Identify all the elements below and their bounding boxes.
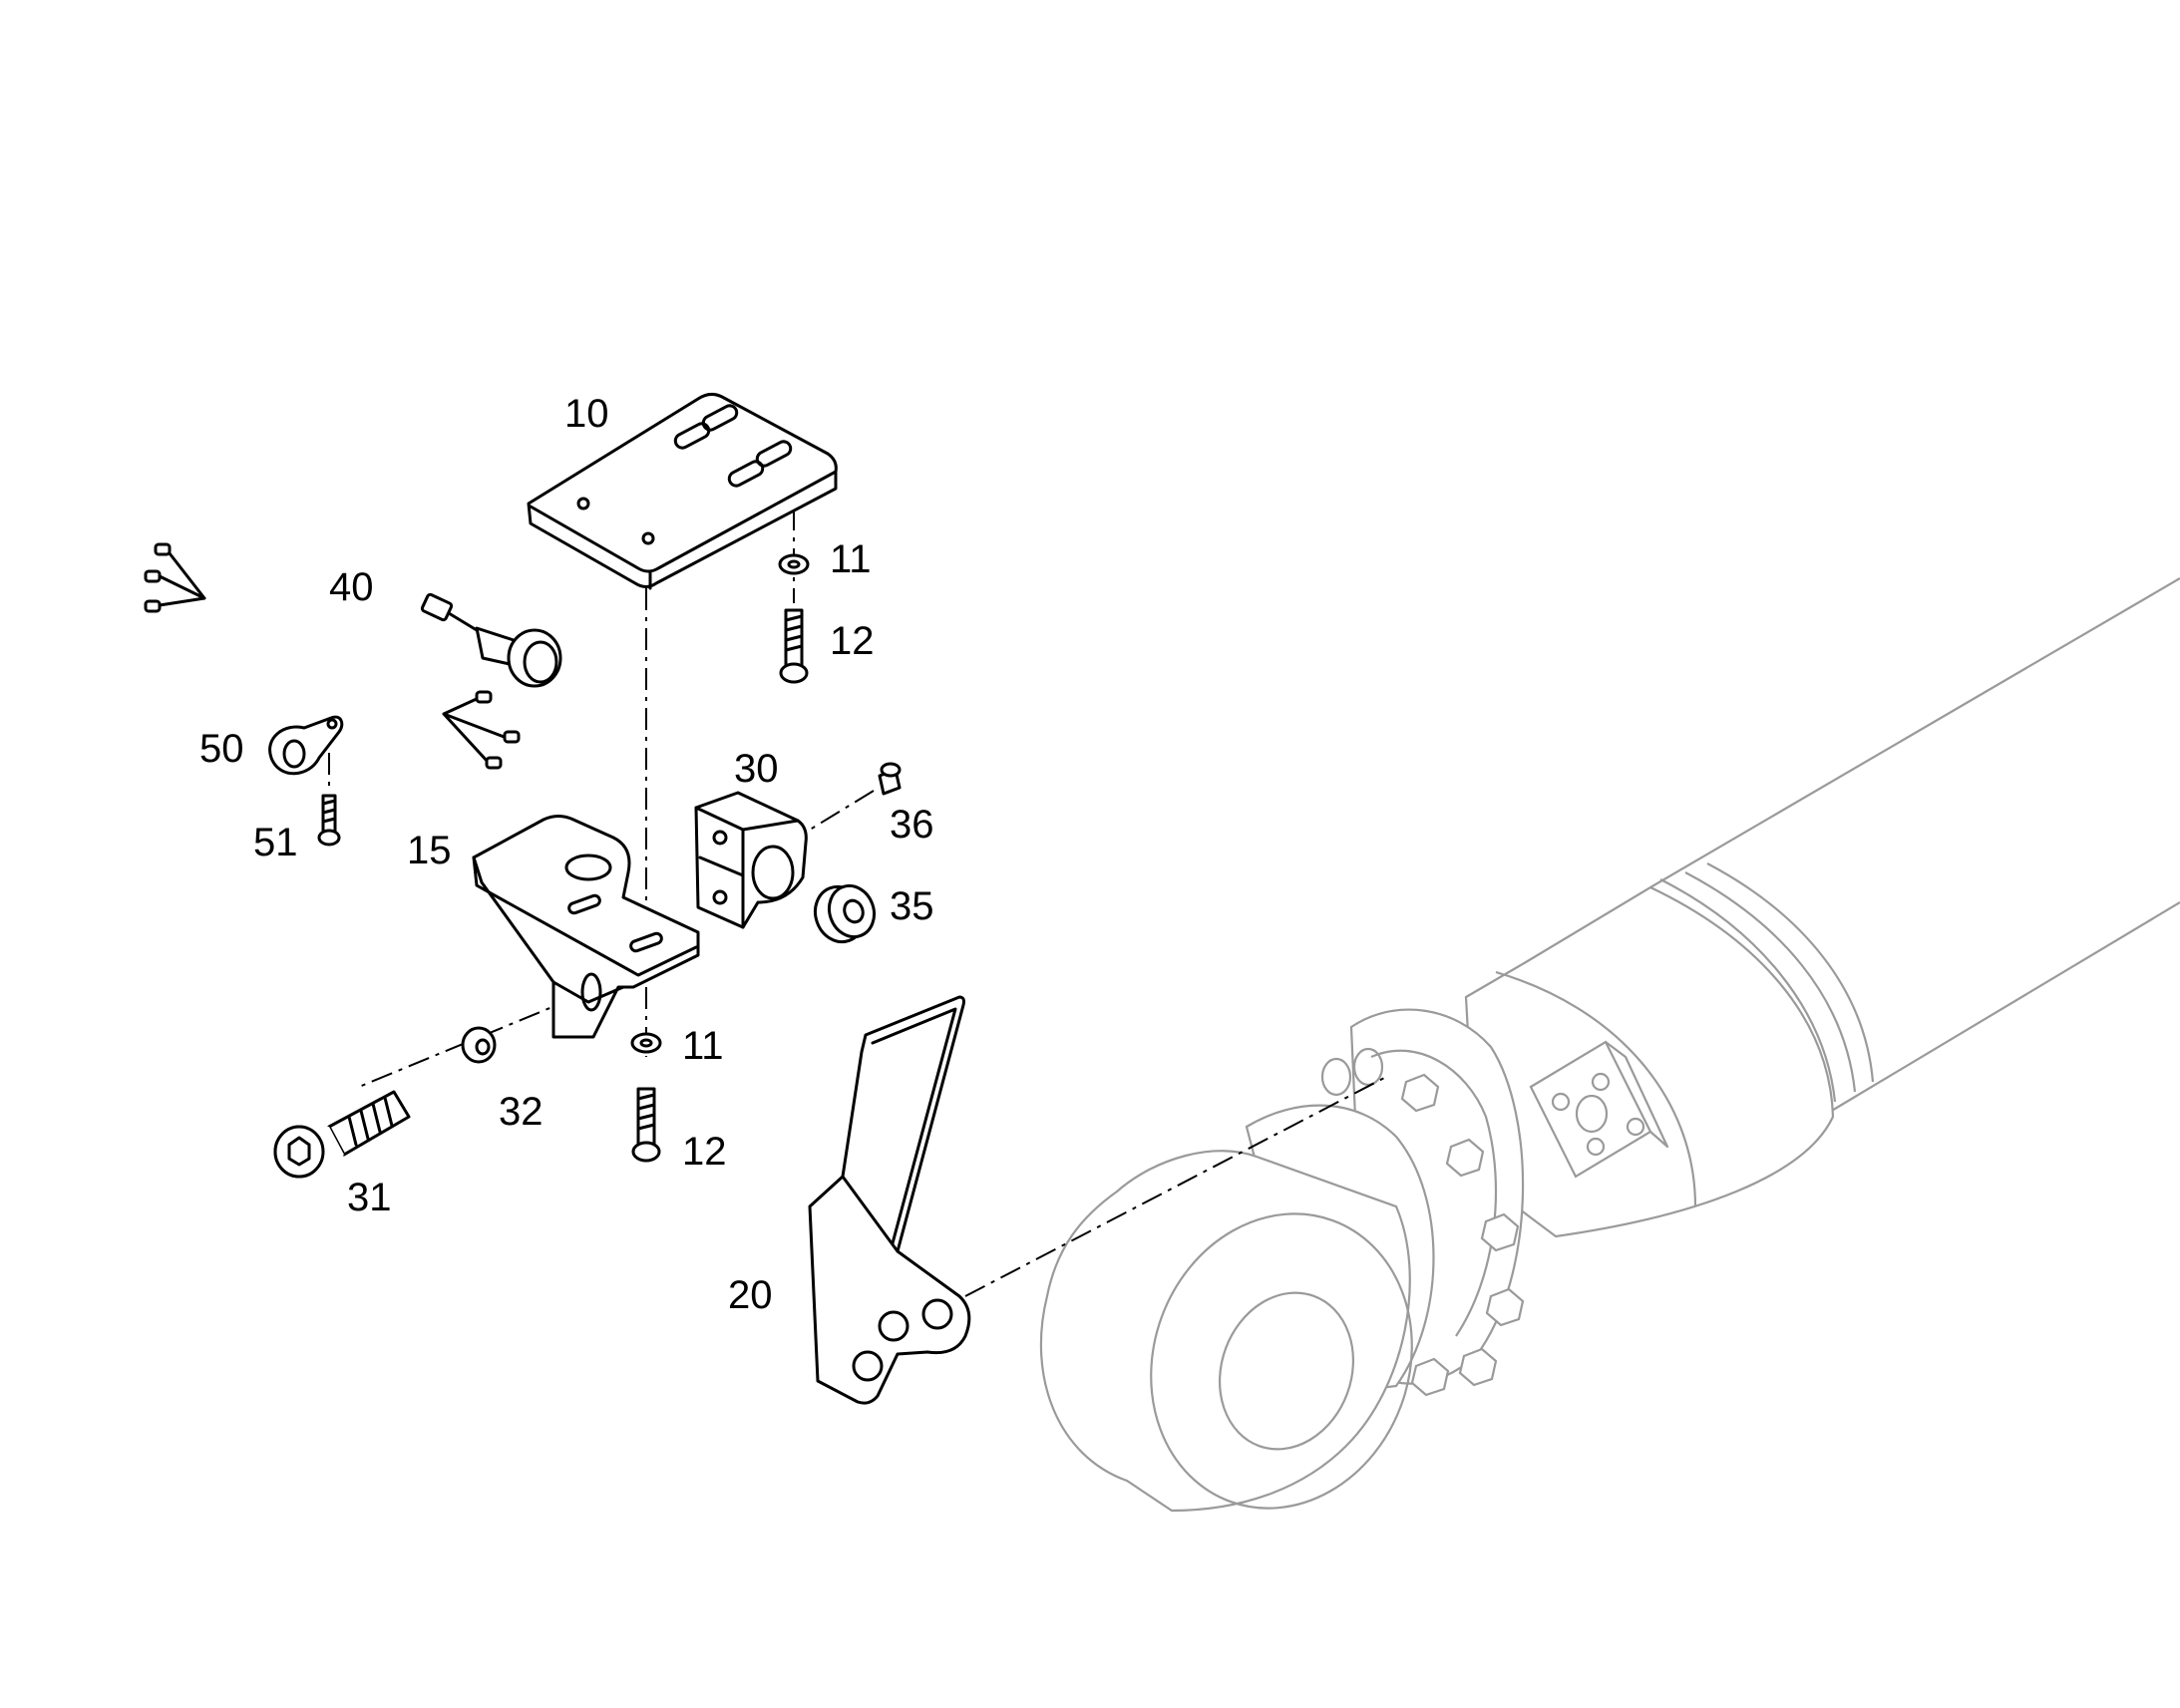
screw-part-12-upper xyxy=(779,608,809,684)
callout-15: 15 xyxy=(407,829,452,872)
grommet-part-35 xyxy=(813,883,877,944)
plug-part-36 xyxy=(878,762,902,796)
callout-11-lower: 11 xyxy=(682,1024,724,1068)
plate-part-10 xyxy=(527,392,838,590)
callout-51: 51 xyxy=(253,821,298,864)
block-part-30 xyxy=(694,791,808,929)
callout-36: 36 xyxy=(890,803,934,847)
callout-12-lower: 12 xyxy=(682,1130,727,1174)
hydraulic-cylinder xyxy=(1039,577,2180,1513)
clamp-part-50 xyxy=(268,715,344,776)
wire-harness-part-40 xyxy=(144,542,521,770)
washer-part-11-upper xyxy=(778,553,810,575)
screw-part-12-lower xyxy=(631,1087,661,1163)
bracket-part-15 xyxy=(472,815,700,1039)
callout-50: 50 xyxy=(199,727,244,771)
sensor-part-40 xyxy=(420,592,562,688)
screw-part-51 xyxy=(317,794,341,847)
callout-11-upper: 11 xyxy=(830,537,872,581)
washer-part-32 xyxy=(461,1026,497,1064)
callout-35: 35 xyxy=(890,884,934,928)
callout-12-upper: 12 xyxy=(830,619,875,663)
callout-32: 32 xyxy=(499,1090,544,1134)
washer-part-11-lower xyxy=(630,1032,662,1054)
plate-part-20 xyxy=(808,995,971,1405)
callout-40: 40 xyxy=(329,565,374,609)
callout-10: 10 xyxy=(564,392,609,436)
cap-screw-part-31 xyxy=(273,1090,411,1179)
callout-labels: 10 11 12 40 50 51 15 30 36 35 11 12 32 3… xyxy=(199,392,934,1317)
callout-30: 30 xyxy=(734,747,779,791)
callout-31: 31 xyxy=(347,1176,392,1219)
callout-20: 20 xyxy=(728,1273,773,1317)
